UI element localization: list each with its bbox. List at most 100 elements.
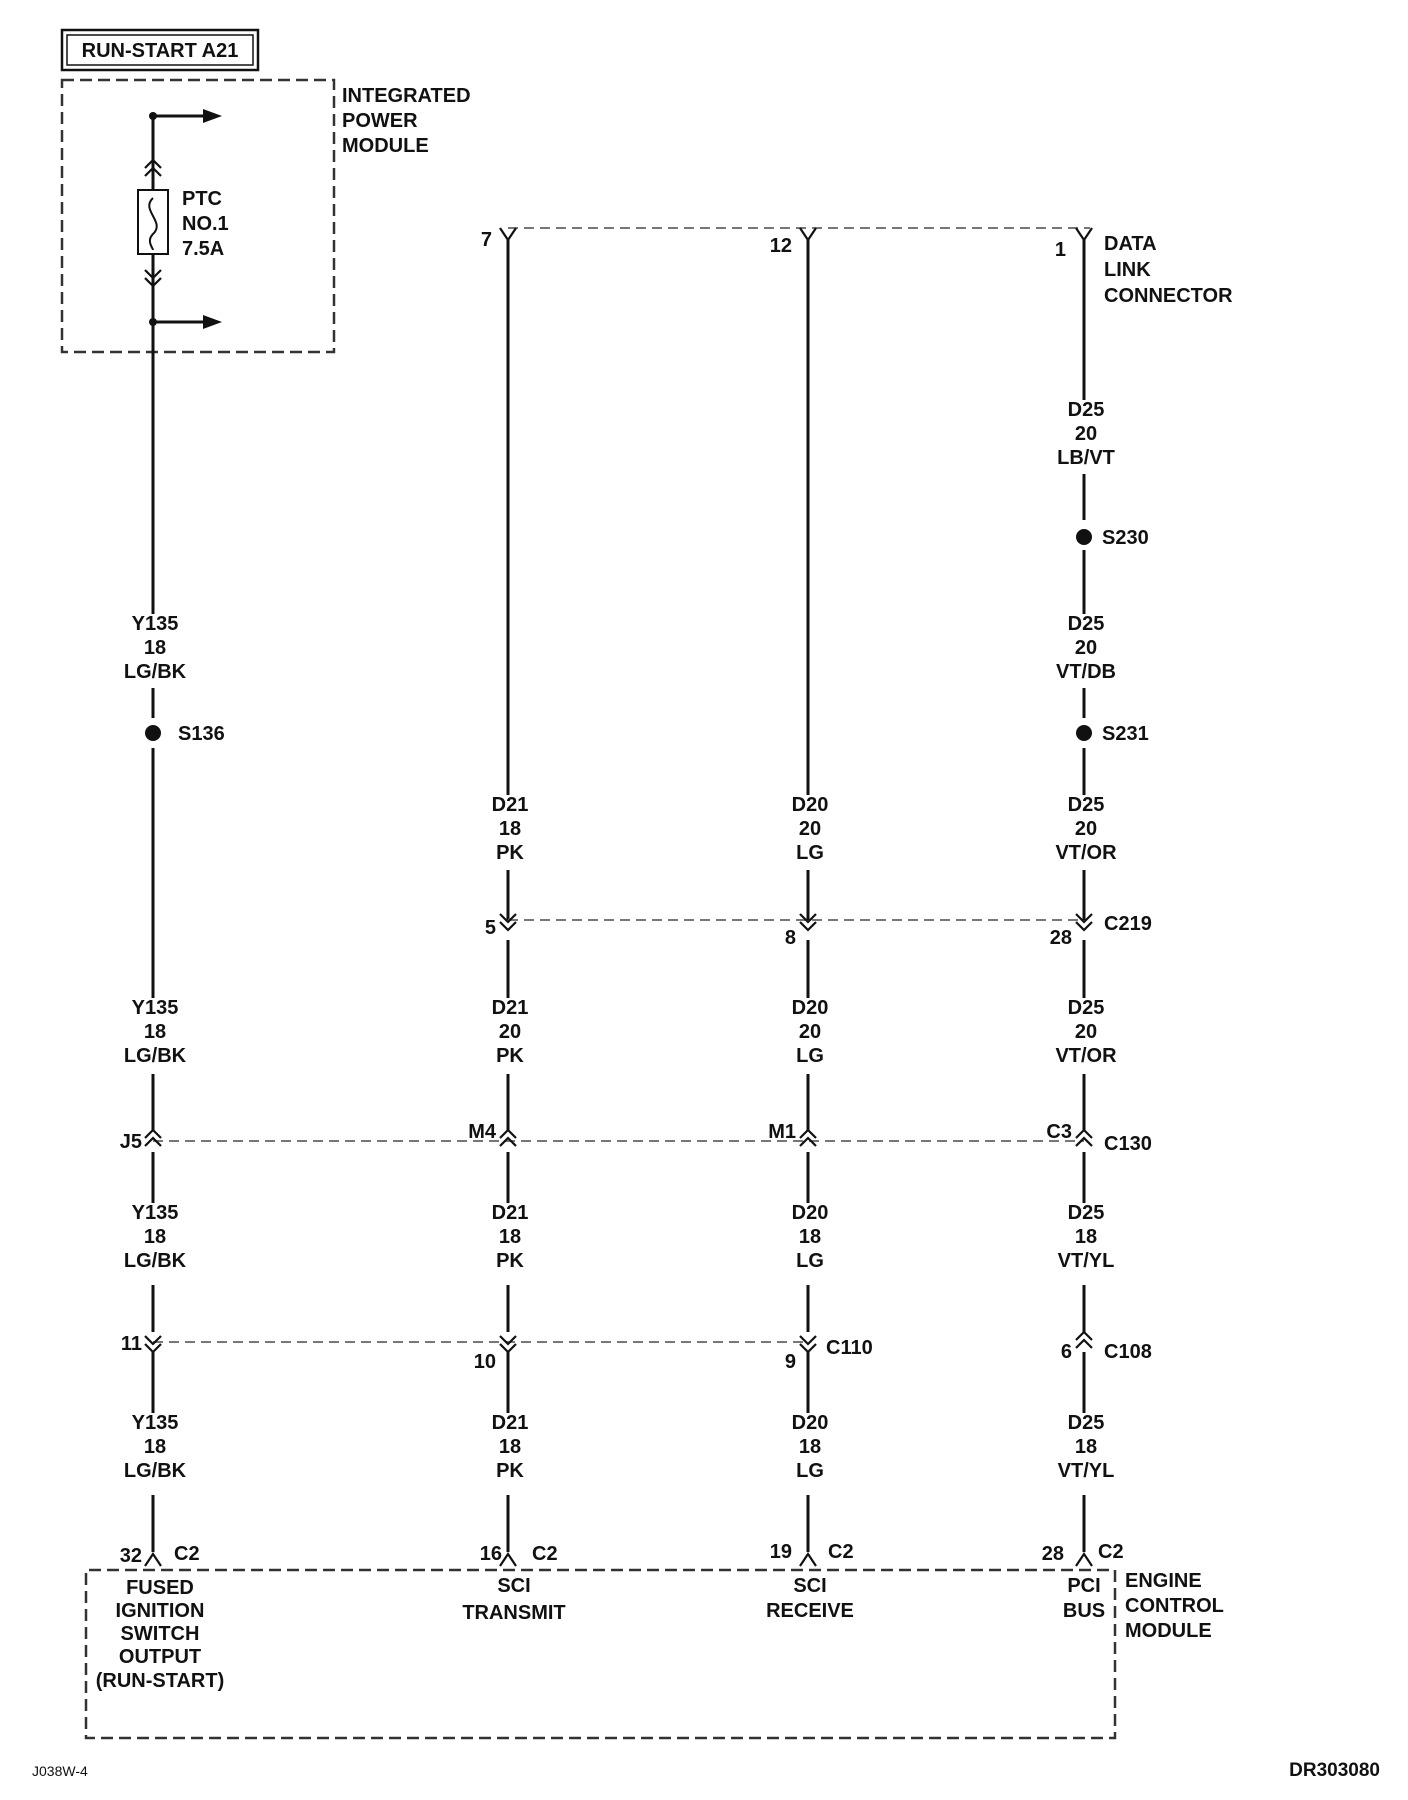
footer-left-code: J038W-4: [32, 1763, 88, 1779]
splice-s136: S136: [145, 723, 225, 745]
wire-gauge: 20: [1075, 423, 1097, 445]
pin-label: 28: [1050, 927, 1072, 949]
pin-label: C3: [1046, 1121, 1072, 1143]
wire-color: VT/YL: [1058, 1250, 1115, 1272]
function-line: IGNITION: [116, 1600, 205, 1622]
pin-label: 6: [1061, 1341, 1072, 1363]
wire-color: LG: [796, 1250, 824, 1272]
dlc-name-line-2: LINK: [1104, 259, 1151, 281]
function-line: SWITCH: [121, 1623, 200, 1645]
wire-gauge: 20: [799, 818, 821, 840]
function-line: SCI: [497, 1575, 530, 1597]
wire-gauge: 18: [144, 1021, 166, 1043]
ecm-function-ignition-output: FUSED IGNITION SWITCH OUTPUT (RUN-START): [96, 1577, 225, 1692]
connector-c110: 11 10 9 C110: [121, 1333, 873, 1373]
wire-color: PK: [496, 1460, 524, 1482]
circuit-id: D25: [1068, 1412, 1105, 1434]
circuit-id: Y135: [132, 997, 179, 1019]
wire-gauge: 18: [499, 1436, 521, 1458]
connector-name: C219: [1104, 913, 1152, 935]
header-label: RUN-START A21: [82, 40, 239, 62]
ecm-function-sci-transmit: SCI TRANSMIT: [462, 1575, 565, 1624]
ecm-pin-32: 32: [120, 1545, 142, 1567]
pin-label: 11: [121, 1333, 142, 1355]
footer-right-code: DR303080: [1289, 1760, 1380, 1781]
ipm-name-line-3: MODULE: [342, 135, 429, 157]
connector-name: C108: [1104, 1341, 1152, 1363]
wire-label-d25-6: D25 18 VT/YL: [1058, 1412, 1115, 1482]
wire-color: VT/OR: [1055, 1045, 1117, 1067]
wire-color: PK: [496, 1250, 524, 1272]
ecm-connector-c2: C2: [1098, 1541, 1124, 1563]
wire-color: LG/BK: [124, 1250, 187, 1272]
wire-label-d21-1: D21 18 PK: [492, 794, 529, 864]
function-line: FUSED: [126, 1577, 194, 1599]
pin-label: 9: [785, 1351, 796, 1373]
function-line: RECEIVE: [766, 1600, 854, 1622]
circuit-id: D25: [1068, 613, 1105, 635]
splice-dot-icon: [1076, 725, 1092, 741]
wire-gauge: 20: [1075, 637, 1097, 659]
splice-dot-icon: [1076, 529, 1092, 545]
fuse-number: NO.1: [182, 213, 229, 235]
wire-color: PK: [496, 1045, 524, 1067]
wire-label-d25-3: D25 20 VT/OR: [1055, 794, 1117, 864]
splice-dot-icon: [145, 725, 161, 741]
dlc-pin-12: 12: [770, 235, 792, 257]
dlc-name-line-1: DATA: [1104, 233, 1157, 255]
wire-gauge: 20: [799, 1021, 821, 1043]
circuit-id: D20: [792, 1202, 829, 1224]
connector-name: C110: [826, 1337, 873, 1359]
wire-label-d25-2: D25 20 VT/DB: [1056, 613, 1116, 683]
wire-gauge: 20: [1075, 1021, 1097, 1043]
chevron-down-icon: [144, 1335, 817, 1354]
wire-color: PK: [496, 842, 524, 864]
splice-s231: S231: [1076, 723, 1149, 745]
ipm-name-line-1: INTEGRATED: [342, 85, 471, 107]
circuit-id: D25: [1068, 997, 1105, 1019]
circuit-id: D25: [1068, 399, 1105, 421]
circuit-id: Y135: [132, 613, 179, 635]
wire-label-d20-1: D20 20 LG: [792, 794, 829, 864]
splice-label: S136: [178, 723, 225, 745]
wire-color: LG: [796, 1045, 824, 1067]
wire-label-y135-3: Y135 18 LG/BK: [124, 1202, 187, 1272]
wire-gauge: 18: [799, 1226, 821, 1248]
data-link-connector: 7 12 1 DATA LINK CONNECTOR: [481, 227, 1233, 307]
arrow-right-icon: [203, 315, 222, 329]
wire-gauge: 18: [144, 637, 166, 659]
wire-gauge: 18: [799, 1436, 821, 1458]
chevron-up-icon: [1075, 1330, 1093, 1349]
wire-label-d25-4: D25 20 VT/OR: [1055, 997, 1117, 1067]
wire-label-y135-1: Y135 18 LG/BK: [124, 613, 187, 683]
ecm-connector-c2: C2: [532, 1543, 558, 1565]
wire-label-d20-4: D20 18 LG: [792, 1412, 829, 1482]
arrow-right-icon: [203, 109, 222, 123]
wire-color: LB/VT: [1057, 447, 1115, 469]
pin-label: M1: [768, 1121, 796, 1143]
ecm-name-line-3: MODULE: [1125, 1620, 1212, 1642]
ecm-name-line-2: CONTROL: [1125, 1595, 1224, 1617]
dlc-pin-7: 7: [481, 229, 492, 251]
wire-gauge: 18: [499, 818, 521, 840]
splice-label: S230: [1102, 527, 1149, 549]
wire-label-d20-2: D20 20 LG: [792, 997, 829, 1067]
wire-gauge: 18: [144, 1436, 166, 1458]
circuit-id: D21: [492, 1412, 529, 1434]
dlc-name-line-3: CONNECTOR: [1104, 285, 1233, 307]
connector-name: C130: [1104, 1133, 1152, 1155]
ecm-connector-c2: C2: [174, 1543, 200, 1565]
wire-color: VT/YL: [1058, 1460, 1115, 1482]
wire-color: LG: [796, 842, 824, 864]
female-pin-icon: [144, 1552, 1093, 1567]
wire-label-d25-5: D25 18 VT/YL: [1058, 1202, 1115, 1272]
wire-label-d21-4: D21 18 PK: [492, 1412, 529, 1482]
pin-label: M4: [468, 1121, 497, 1143]
ecm-pin-19: 19: [770, 1541, 792, 1563]
pin-label: 10: [474, 1351, 496, 1373]
wire-gauge: 18: [499, 1226, 521, 1248]
ecm-pin-16: 16: [480, 1543, 502, 1565]
function-line: OUTPUT: [119, 1646, 201, 1668]
ecm-function-pci-bus: PCI BUS: [1063, 1575, 1105, 1622]
